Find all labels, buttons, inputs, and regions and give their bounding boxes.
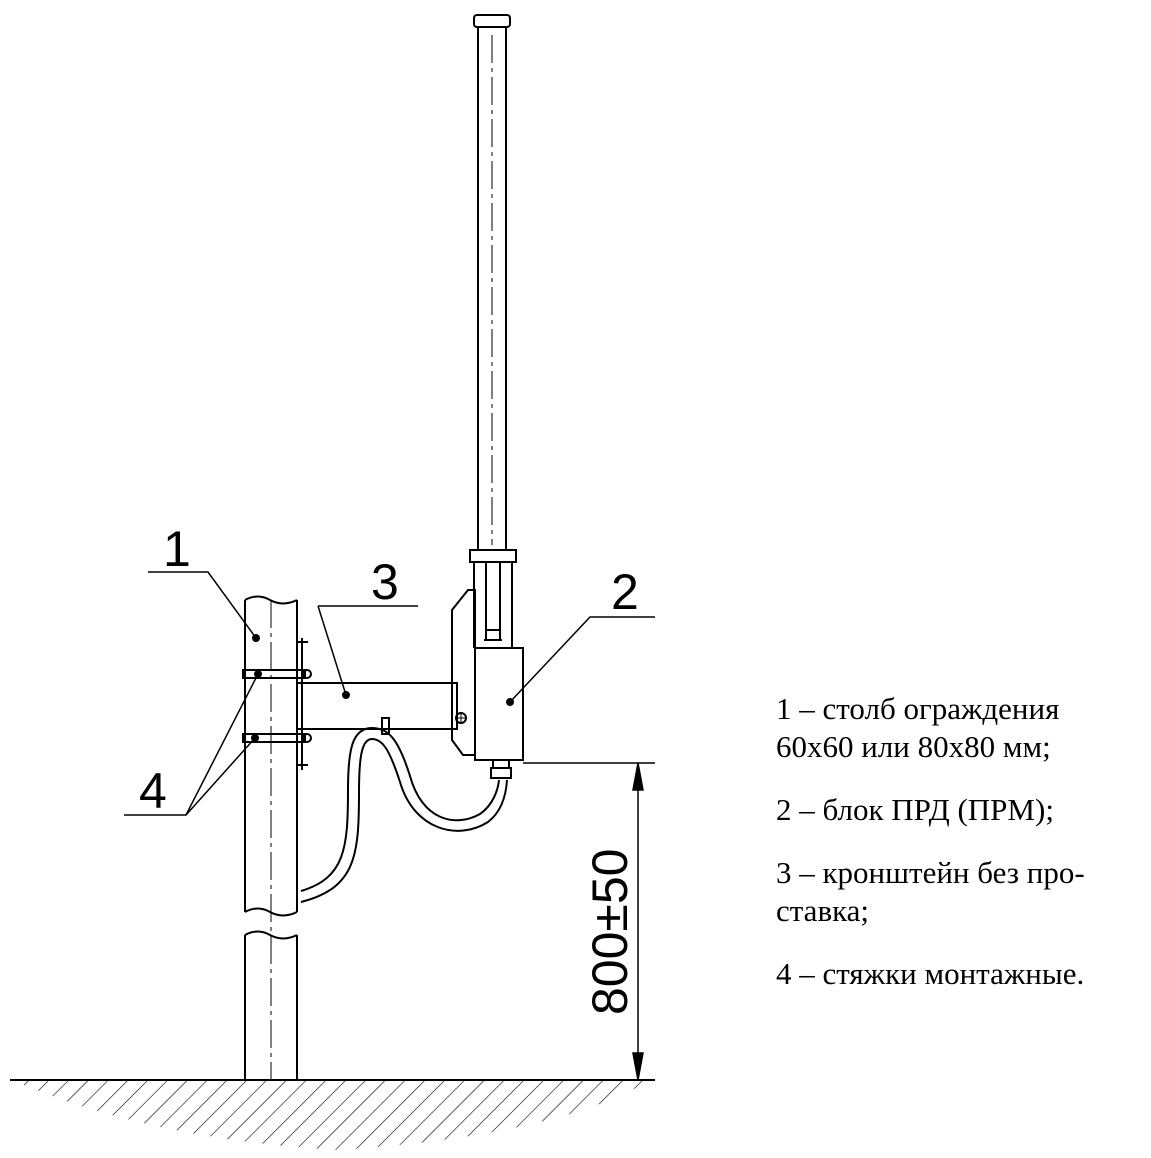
legend-item: 3 – кронштейн без про- ставка; — [776, 854, 1146, 930]
fence-post — [244, 595, 298, 1080]
callout-4: 4 — [139, 763, 167, 819]
legend-line: 2 – блок ПРД (ПРМ); — [776, 792, 1054, 827]
dimension-label: 800±50 — [582, 849, 638, 1015]
legend-line: 3 – кронштейн без про- — [776, 855, 1085, 890]
callout-2: 2 — [611, 564, 639, 620]
ground — [10, 1079, 655, 1150]
antenna — [469, 14, 517, 648]
callout-3: 3 — [371, 554, 399, 610]
leader-lines — [124, 571, 655, 816]
bracket — [296, 589, 476, 756]
height-dimension — [523, 762, 655, 1081]
legend-item: 1 – столб ограждения 60х60 или 80х80 мм; — [776, 690, 1146, 766]
legend-line: 1 – столб ограждения — [776, 691, 1060, 726]
legend-line: ставка; — [776, 893, 870, 928]
callout-1: 1 — [163, 521, 191, 577]
legend-line: 60х60 или 80х80 мм; — [776, 729, 1051, 764]
legend-item: 2 – блок ПРД (ПРМ); — [776, 791, 1146, 829]
mounting-ties — [242, 638, 312, 770]
legend-item: 4 – стяжки монтажные. — [776, 955, 1146, 993]
legend-line: 4 – стяжки монтажные. — [776, 956, 1085, 991]
unit-block — [474, 647, 524, 779]
legend: 1 – столб ограждения 60х60 или 80х80 мм;… — [776, 690, 1146, 1018]
cable — [300, 717, 508, 903]
